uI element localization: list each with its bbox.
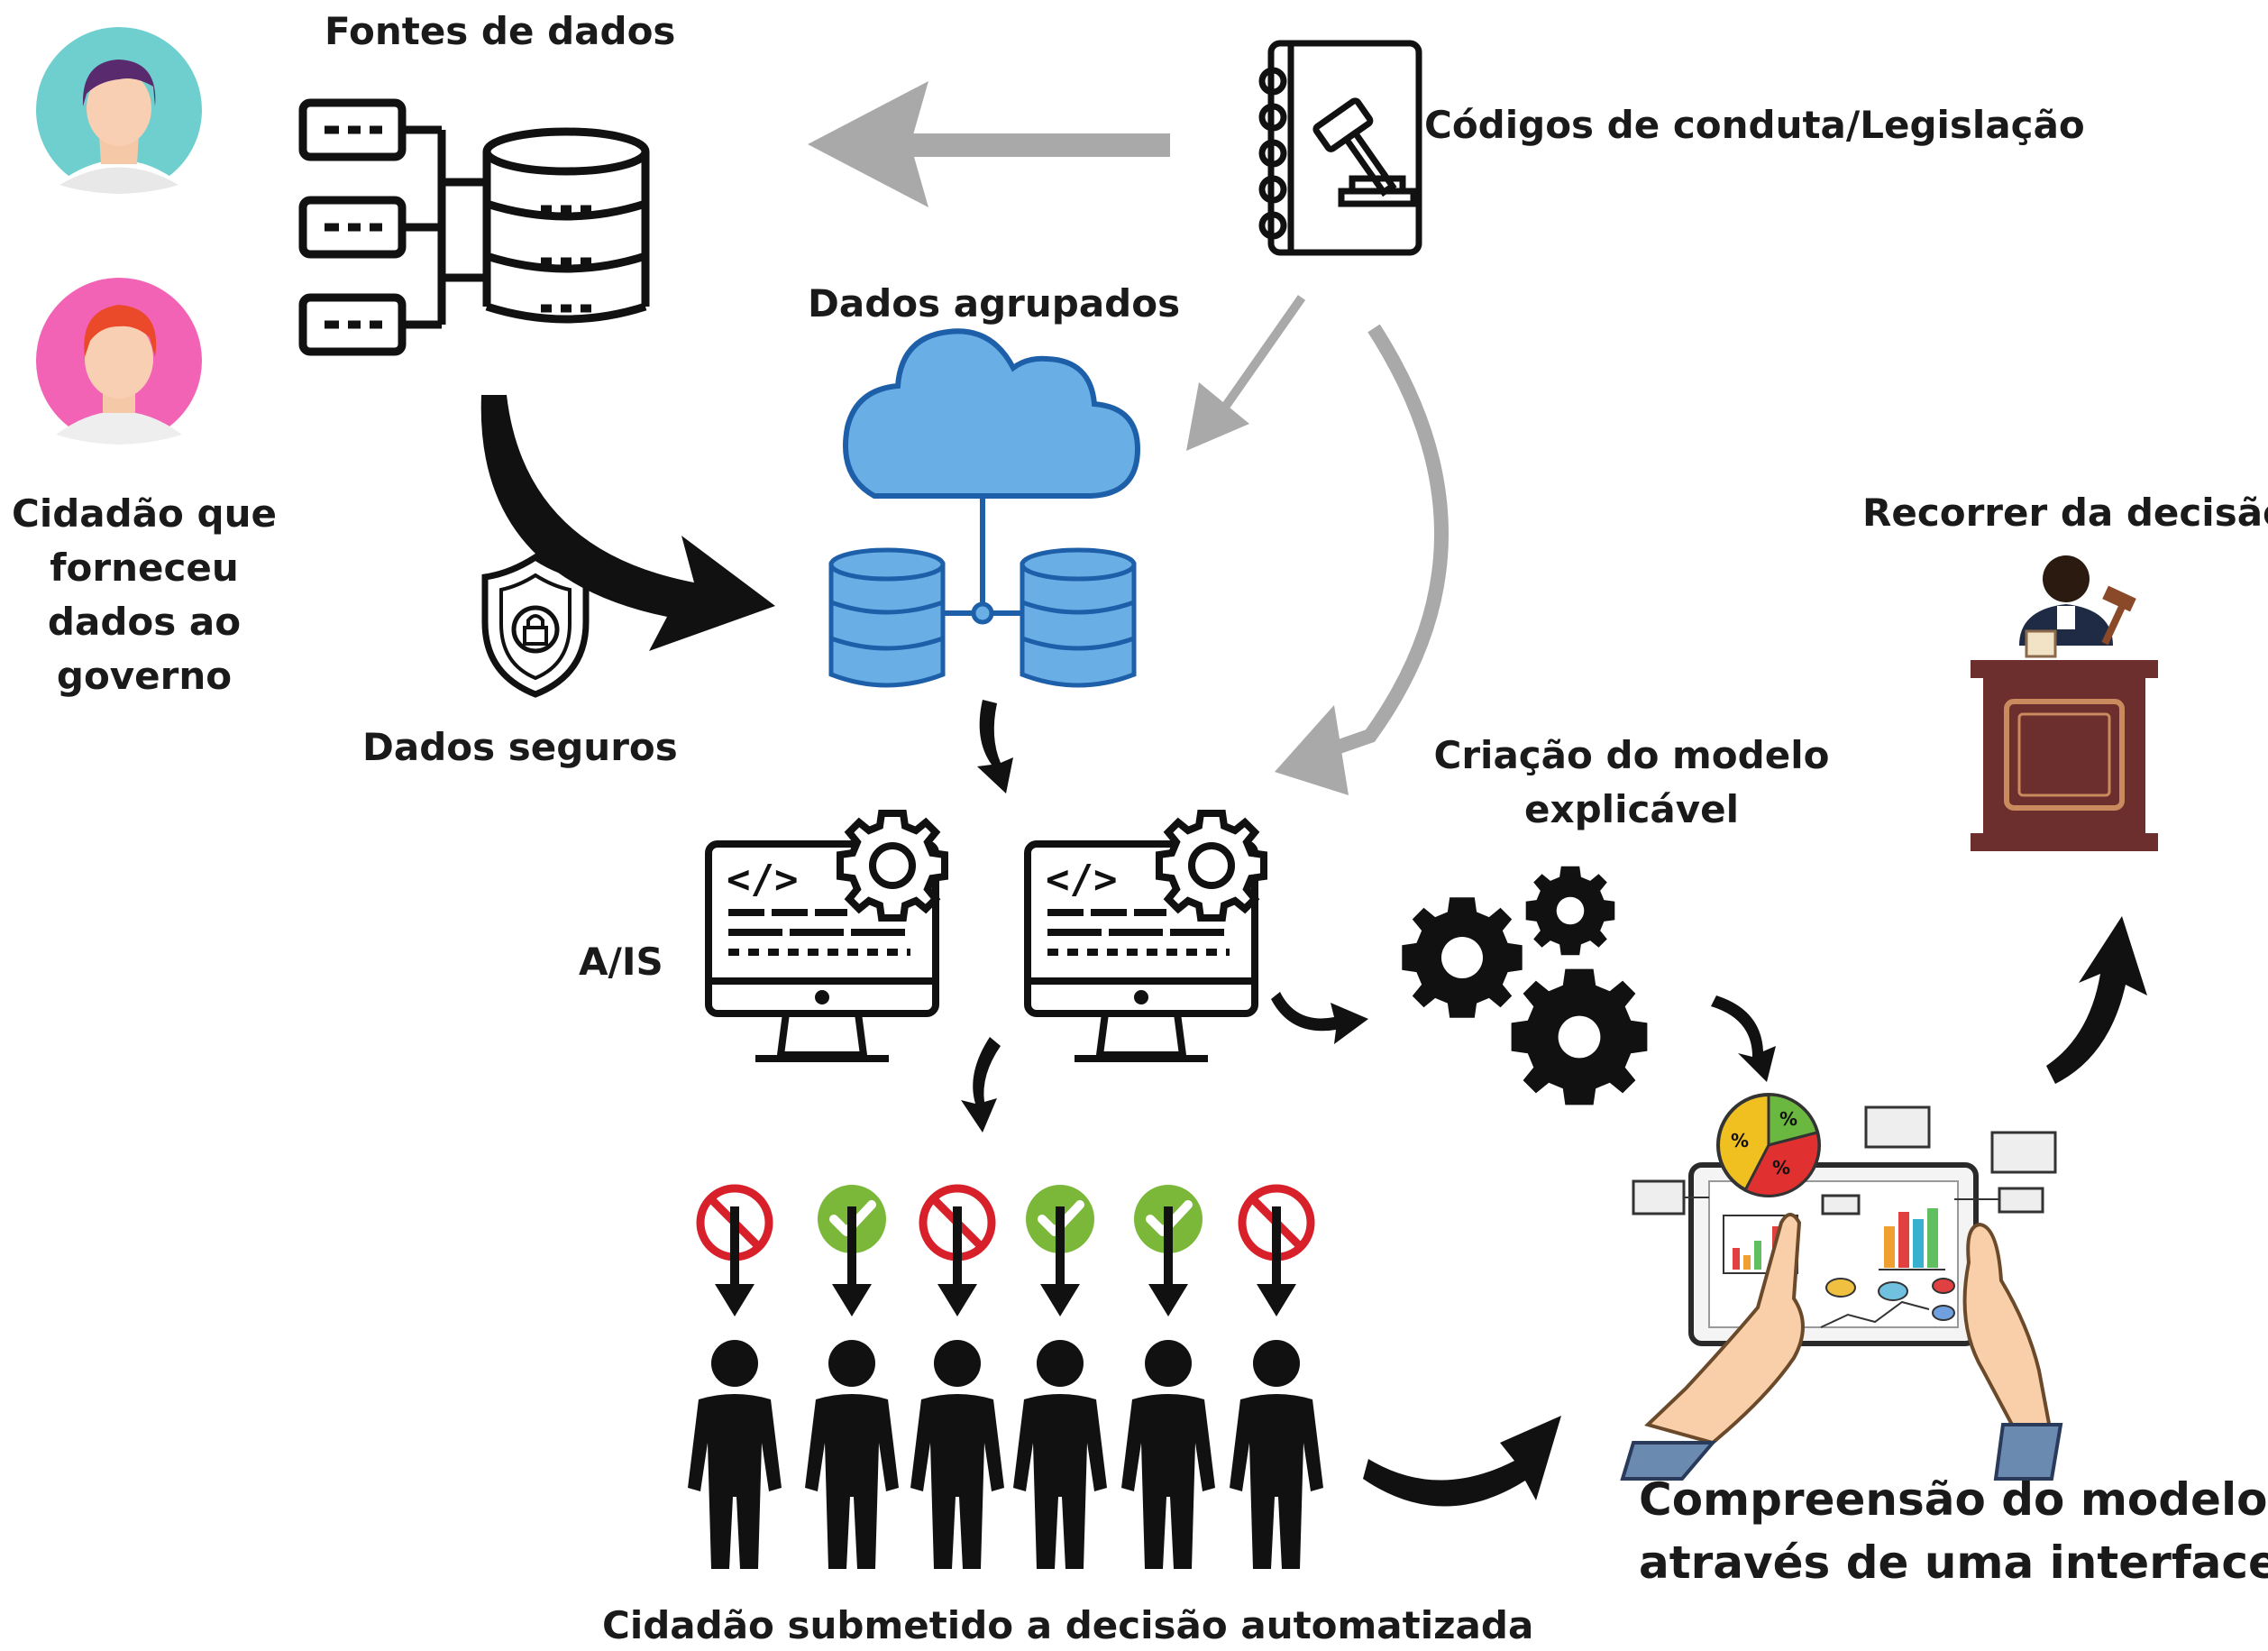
label-fontes-de-dados: Fontes de dados xyxy=(325,9,676,53)
decision-arrow-icon xyxy=(937,1206,977,1316)
decision-arrow-icon xyxy=(832,1206,872,1316)
svg-text:</>: </> xyxy=(727,857,798,903)
computer-left-icon: </> xyxy=(705,813,945,1062)
label-dados-agrupados: Dados agrupados xyxy=(808,281,1181,326)
arrow-ais-to-gears xyxy=(1271,992,1368,1044)
pie-label-green: % xyxy=(1779,1108,1797,1130)
citizen-4 xyxy=(1013,1185,1107,1569)
person-icon xyxy=(688,1340,782,1569)
label-criacao-do-modelo: Criação do modelo explicável xyxy=(1406,729,1857,837)
citizen-6 xyxy=(1230,1184,1323,1569)
label-compreensao-line2: através de uma interface xyxy=(1639,1536,2268,1589)
people-group xyxy=(688,1184,1323,1569)
citizen-1 xyxy=(688,1184,782,1569)
label-cidadao-line2: forneceu xyxy=(50,546,239,590)
avatar-man xyxy=(36,278,202,445)
label-criacao-line1: Criação do modelo xyxy=(1433,733,1830,777)
law-book-icon xyxy=(1258,40,1422,256)
label-cidadao-que-forneceu: Cidadão que forneceu dados ao governo xyxy=(0,487,288,703)
data-sources-icon xyxy=(298,98,650,356)
avatar-woman xyxy=(36,27,202,197)
arrow-law-to-cloud xyxy=(1186,295,1306,451)
cloud-database-icon xyxy=(828,328,1141,688)
arrow-cloud-to-ais xyxy=(977,700,1013,793)
label-compreensao-do-modelo: Compreensão do modelo através de uma int… xyxy=(1639,1468,2268,1594)
label-cidadao-submetido: Cidadão submetido a decisão automatizada xyxy=(602,1603,1534,1647)
pie-label-red: % xyxy=(1772,1157,1790,1179)
arrow-people-to-tablet xyxy=(1363,1416,1561,1507)
arrow-ais-to-people xyxy=(961,1037,1001,1133)
decision-arrow-icon xyxy=(1257,1206,1296,1316)
arrow-law-to-sources xyxy=(808,81,1170,207)
decision-arrow-icon xyxy=(1148,1206,1188,1316)
label-cidadao-line1: Cidadão que xyxy=(12,491,277,536)
svg-text:</>: </> xyxy=(1046,857,1117,903)
judge-podium-icon xyxy=(1971,555,2158,851)
citizen-2 xyxy=(805,1185,899,1569)
decision-arrow-icon xyxy=(1040,1206,1080,1316)
label-compreensao-line1: Compreensão do modelo xyxy=(1639,1473,2268,1526)
gears-icon xyxy=(1402,866,1648,1105)
secure-shield-icon xyxy=(481,553,590,698)
person-icon xyxy=(805,1340,899,1569)
arrow-law-to-ais xyxy=(1275,324,1449,795)
label-codigos-de-conduta: Códigos de conduta/Legislação xyxy=(1424,103,2085,147)
pie-label-yellow: % xyxy=(1731,1130,1749,1151)
pie-chart-icon: % % % xyxy=(1716,1093,1821,1197)
person-icon xyxy=(1121,1340,1215,1569)
label-ais: A/IS xyxy=(579,940,663,984)
citizen-3 xyxy=(910,1184,1004,1569)
arrow-sources-to-cloud xyxy=(480,395,775,651)
computer-right-icon: </> xyxy=(1024,813,1264,1062)
label-recorrer-da-decisao: Recorrer da decisão xyxy=(1862,491,2268,535)
tablet-bar-chart xyxy=(1879,1208,1945,1270)
citizen-5 xyxy=(1121,1185,1215,1569)
tablet-interface-icon: % % % xyxy=(1620,1093,2063,1481)
arrow-gears-to-tablet xyxy=(1711,995,1776,1082)
label-cidadao-line4: governo xyxy=(56,654,233,698)
person-icon xyxy=(1013,1340,1107,1569)
person-icon xyxy=(1230,1340,1323,1569)
person-icon xyxy=(910,1340,1004,1569)
arrow-tablet-to-judge xyxy=(2046,916,2147,1084)
label-criacao-line2: explicável xyxy=(1524,787,1739,831)
decision-arrow-icon xyxy=(715,1206,754,1316)
label-cidadao-line3: dados ao xyxy=(47,600,242,644)
label-dados-seguros: Dados seguros xyxy=(362,725,678,769)
